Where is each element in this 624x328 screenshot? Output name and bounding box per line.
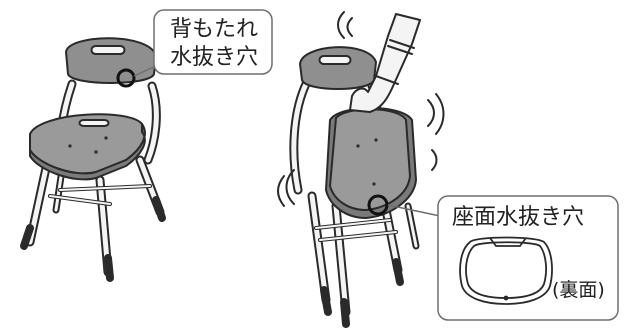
seat-underside-diagram [459,236,553,305]
chair-left [20,37,166,282]
motion-lines [277,11,445,207]
chair-right [289,13,421,328]
backrest-callout-box [153,9,273,75]
seat-callout-box [437,195,619,321]
backrest-drain-hole-marker [116,68,136,88]
seat-drain-hole-marker [367,194,389,216]
seat-callout-title: 座面水抜き穴 [452,205,584,230]
backrest-callout-leader [133,65,157,77]
seat-underside-note: (裏面) [552,279,605,301]
seat-callout-leader [387,204,441,217]
backrest-callout-line1: 背もたれ [170,17,258,42]
backrest-callout-line2: 水抜き穴 [170,45,258,70]
